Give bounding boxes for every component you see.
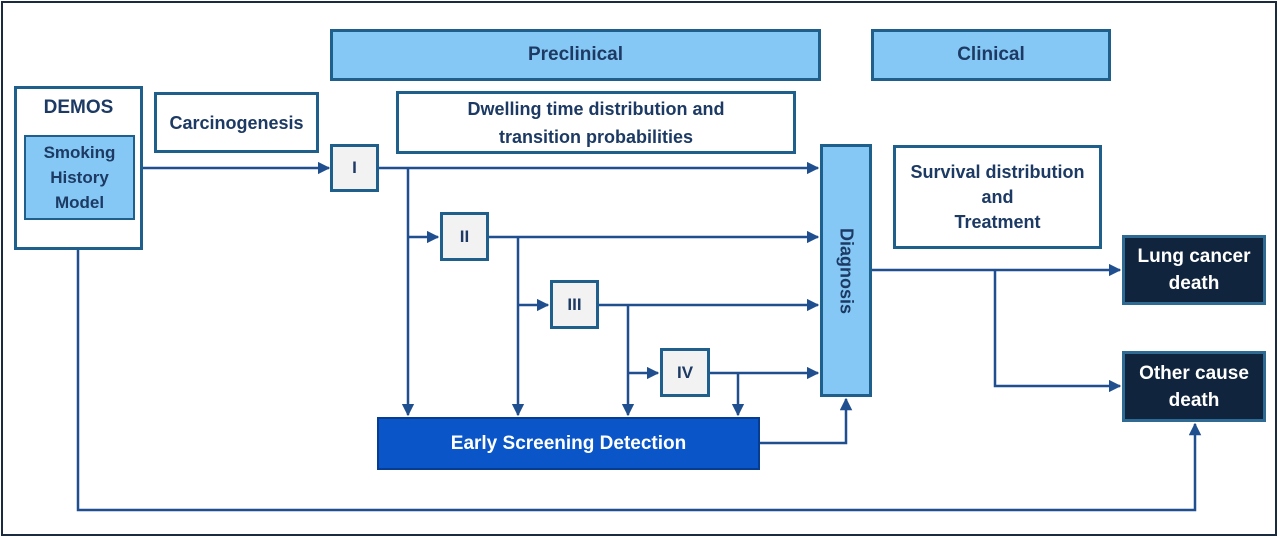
other-cause-death-line-1: Other cause xyxy=(1139,362,1249,384)
dwelling-time-line-2: transition probabilities xyxy=(498,126,694,147)
survival-line-2: and xyxy=(981,186,1014,207)
stage-2-label: II xyxy=(459,226,470,246)
other-cause-death-line-2: death xyxy=(1168,389,1220,411)
smoking-history-model-box: Smoking History Model xyxy=(24,135,135,220)
preclinical-label: Preclinical xyxy=(527,44,624,65)
dwelling-time-line-1: Dwelling time distribution and xyxy=(467,98,725,119)
dwelling-time-box: Dwelling time distribution and transitio… xyxy=(396,91,796,154)
diagnosis-box: Diagnosis xyxy=(820,144,872,397)
lung-cancer-death-line-1: Lung cancer xyxy=(1137,246,1251,267)
survival-treatment-box: Survival distribution and Treatment xyxy=(893,145,1102,249)
stage-1-label: I xyxy=(352,158,357,177)
stage-4-box: IV xyxy=(660,348,710,397)
stage-3-label: III xyxy=(567,294,582,314)
stage-4-label: IV xyxy=(676,362,694,382)
demos-box: DEMOS Smoking History Model xyxy=(14,86,143,250)
arrow-demos-to-other-cause-death xyxy=(76,250,1202,512)
stage-3-box: III xyxy=(550,280,599,329)
early-screening-detection-label: Early Screening Detection xyxy=(450,432,687,454)
arrow-screening-to-diagnosis xyxy=(760,397,853,445)
survival-line-1: Survival distribution xyxy=(910,161,1085,182)
carcinogenesis-box: Carcinogenesis xyxy=(154,92,319,153)
smoking-history-model-label: Smoking History Model xyxy=(43,143,116,212)
carcinogenesis-label: Carcinogenesis xyxy=(169,112,304,133)
other-cause-death-box: Other cause death xyxy=(1122,351,1266,422)
lung-cancer-death-line-2: death xyxy=(1168,273,1220,294)
preclinical-header: Preclinical xyxy=(330,29,821,81)
diagnosis-label: Diagnosis xyxy=(836,227,857,314)
stage-2-box: II xyxy=(440,212,489,261)
clinical-label: Clinical xyxy=(957,44,1025,65)
clinical-header: Clinical xyxy=(871,29,1111,81)
arrow-to-other-cause-death xyxy=(993,270,1122,393)
survival-line-3: Treatment xyxy=(954,211,1041,232)
early-screening-detection-box: Early Screening Detection xyxy=(377,417,760,470)
lung-cancer-death-box: Lung cancer death xyxy=(1122,235,1266,305)
stage-1-box: I xyxy=(330,144,379,192)
demos-title: DEMOS xyxy=(43,97,114,118)
